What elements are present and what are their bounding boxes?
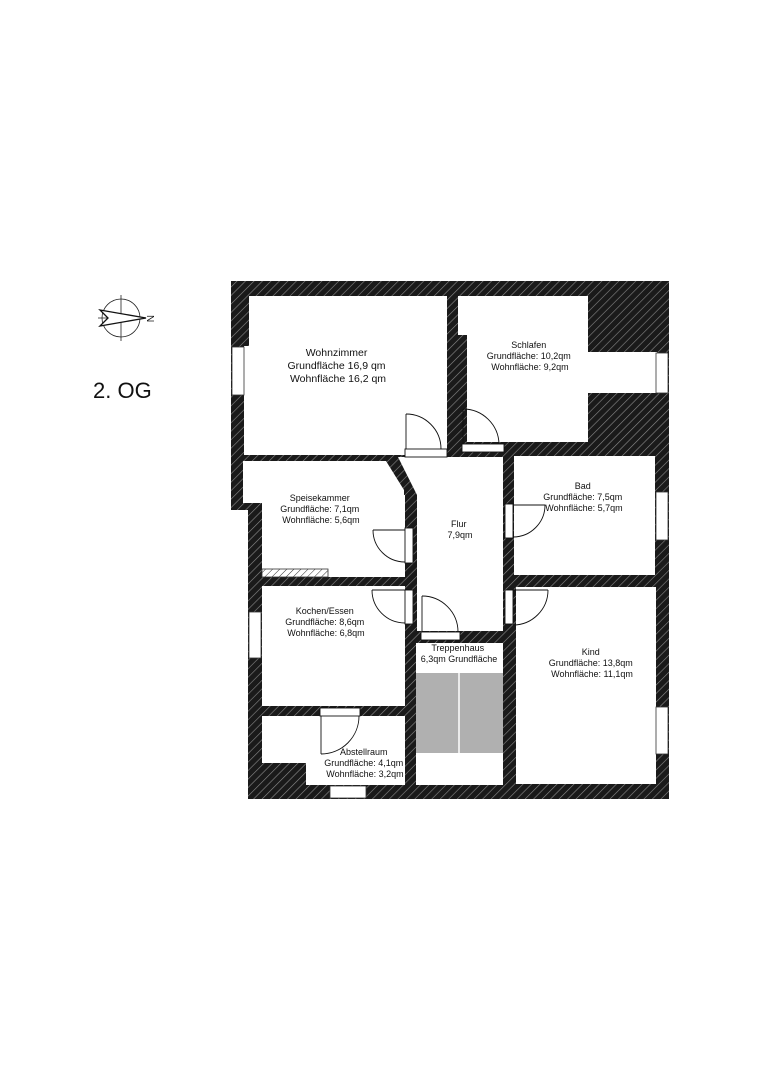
staircase	[416, 673, 503, 753]
room-kochen	[262, 586, 405, 706]
room-label-kochen: Kochen/Essen Grundfläche: 8,6qm Wohnfläc…	[285, 606, 367, 638]
room-areas	[243, 296, 657, 785]
room-label-flur: Flur 7,9qm	[447, 519, 472, 540]
room-label-treppenhaus: Treppenhaus 6,3qm Grundfläche	[421, 643, 498, 664]
floor-label: 2. OG	[93, 378, 152, 403]
doors	[319, 408, 549, 755]
room-label-wohnzimmer: Wohnzimmer Grundfläche 16,9 qm Wohnfläch…	[288, 347, 389, 385]
window-abstellraum	[329, 785, 367, 799]
room-label-abstellraum: Abstellraum Grundfläche: 4,1qm Wohnfläch…	[324, 747, 406, 779]
room-schlafen	[458, 296, 657, 442]
window-schlafen	[655, 352, 669, 394]
room-speisekammer	[243, 461, 405, 577]
room-flur	[398, 457, 503, 631]
room-abstellraum	[262, 716, 405, 785]
room-labels: Wohnzimmer Grundfläche 16,9 qm Wohnfläch…	[280, 340, 636, 779]
room-label-schlafen: Schlafen Grundfläche: 10,2qm Wohnfläche:…	[487, 340, 574, 372]
room-bad	[514, 456, 655, 575]
room-kind	[516, 587, 656, 784]
room-label-speisekammer: Speisekammer Grundfläche: 7,1qm Wohnfläc…	[280, 493, 362, 525]
compass-icon: N	[98, 295, 155, 341]
room-label-bad: Bad Grundfläche: 7,5qm Wohnfläche: 5,7qm	[543, 481, 625, 513]
compass-letter: N	[144, 315, 155, 322]
counter	[261, 568, 329, 578]
windows	[231, 346, 669, 799]
window-kochen	[248, 611, 262, 659]
room-wohnzimmer	[244, 296, 447, 455]
window-bad	[655, 491, 669, 541]
room-label-kind: Kind Grundfläche: 13,8qm Wohnfläche: 11,…	[549, 647, 636, 679]
window-kind	[655, 706, 669, 755]
window-wohnzimmer	[231, 346, 245, 396]
